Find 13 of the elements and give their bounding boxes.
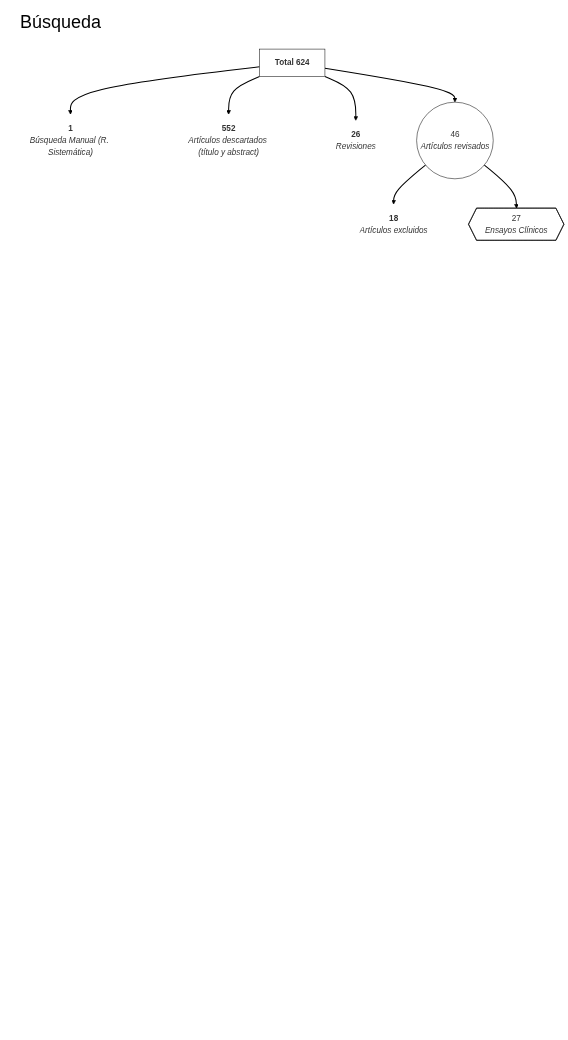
arrow [483, 164, 519, 209]
arrow [391, 164, 426, 205]
node-text: 552 Artículos descartados (título y abstract) [188, 123, 267, 157]
arrow [68, 66, 261, 115]
node-text: 18 Artículos excluidos [359, 213, 428, 235]
node-circle: 46 Artículos revisados [416, 101, 494, 180]
arrow [324, 76, 359, 121]
node-text: 26 Revisiones [335, 129, 376, 151]
arrow [226, 76, 261, 115]
diagram-title: Búsqueda [19, 11, 103, 34]
node-box: Total 624 [259, 48, 326, 77]
arrow [324, 67, 458, 103]
node-text: 1 Búsqueda Manual (R. Sistemática) [29, 123, 109, 157]
